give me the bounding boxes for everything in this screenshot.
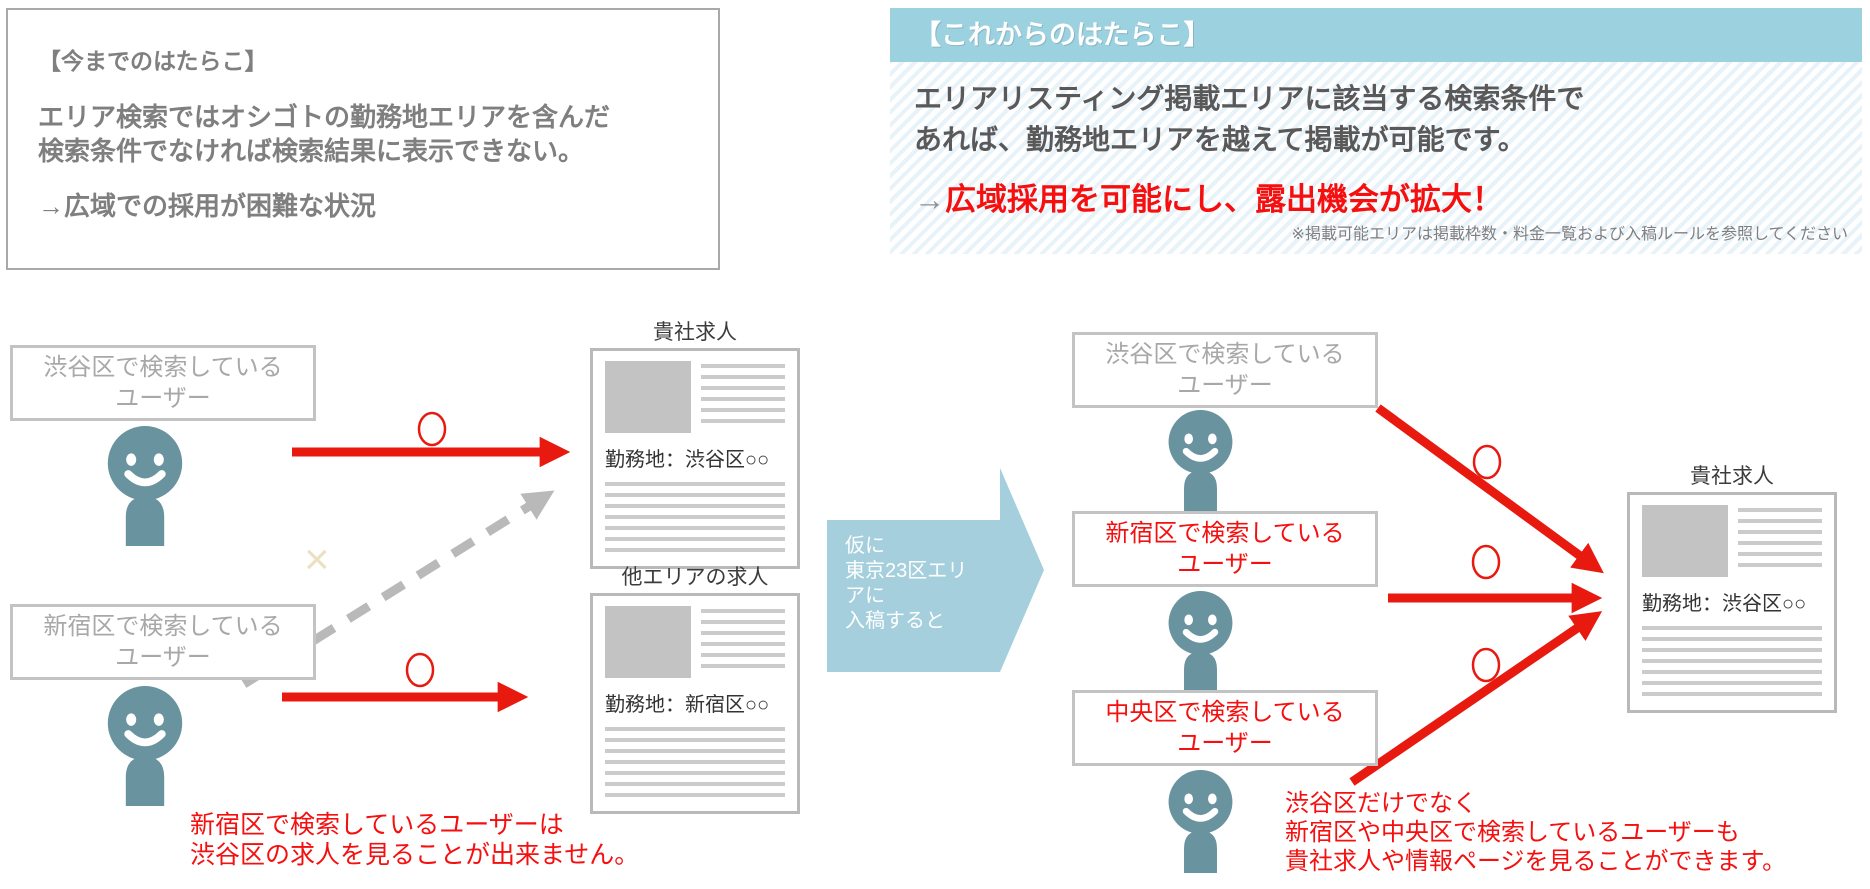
- user-box-shibuya-before: 渋谷区で検索している ユーザー: [10, 345, 316, 421]
- before-panel-title: 【今までのはたらこ】: [38, 48, 268, 74]
- after-panel-note: ※掲載可能エリアは掲載枠数・料金一覧および入稿ルールを参照してください: [1291, 226, 1848, 243]
- before-diagram-caption: 新宿区で検索しているユーザーは 渋谷区の求人を見ることが出来ません。: [190, 811, 640, 869]
- user-person-icon: [1168, 770, 1233, 873]
- job-text-lines: [701, 609, 785, 675]
- job-location: 勤務地：渋谷区○○: [605, 449, 770, 471]
- conclusion-arrow-glyph: →: [914, 182, 945, 217]
- job-text-lines: [1642, 626, 1822, 700]
- transition-arrow-text: 仮に 東京23区エリ アに 入稿すると: [845, 535, 968, 632]
- after-panel-conclusion-text: 広域採用を可能にし、露出機会が拡大！: [945, 182, 1503, 217]
- before-panel-body: エリア検索ではオシゴトの勤務地エリアを含んだ 検索条件でなければ検索結果に表示で…: [38, 102, 611, 166]
- user-box-shinjuku-after: 新宿区で検索している ユーザー: [1072, 511, 1378, 587]
- before-panel-conclusion: →広域での採用が困難な状況: [38, 191, 377, 221]
- allow-circle-mark: [1471, 647, 1501, 683]
- card-label-other-area: 他エリアの求人: [621, 566, 769, 589]
- job-location: 勤務地：新宿区○○: [605, 694, 770, 716]
- job-card-other-area: 勤務地：新宿区○○: [590, 593, 800, 814]
- user-person-icon: [1168, 410, 1233, 513]
- after-panel-body: エリアリスティング掲載エリアに該当する検索条件で あれば、勤務地エリアを越えて掲…: [914, 83, 1585, 155]
- allow-circle-mark: [1471, 544, 1501, 580]
- card-label-own-listing-after: 貴社求人: [1690, 465, 1774, 488]
- job-text-lines: [605, 727, 785, 801]
- user-person-icon: [1168, 591, 1233, 694]
- user-box-shinjuku-before: 新宿区で検索している ユーザー: [10, 604, 316, 680]
- job-text-lines: [701, 364, 785, 430]
- allow-circle-mark: [417, 411, 447, 447]
- job-text-lines: [1738, 508, 1822, 574]
- after-panel: 【これからのはたらこ】 エリアリスティング掲載エリアに該当する検索条件で あれば…: [890, 8, 1862, 254]
- job-text-lines: [605, 482, 785, 556]
- allow-circle-mark: [1472, 444, 1502, 480]
- before-panel: 【今までのはたらこ】 エリア検索ではオシゴトの勤務地エリアを含んだ 検索条件でな…: [6, 8, 720, 270]
- allow-circle-mark: [405, 652, 435, 688]
- job-photo-placeholder: [1642, 505, 1728, 577]
- allow-arrow-chuo-after: [1349, 611, 1603, 786]
- user-person-icon: [107, 426, 183, 546]
- after-panel-title: 【これからのはたらこ】: [914, 20, 1211, 50]
- allow-arrow-shibuya-after: [1375, 404, 1604, 574]
- user-box-shibuya-after: 渋谷区で検索している ユーザー: [1072, 332, 1378, 408]
- job-card-own-listing-before: 勤務地：渋谷区○○: [590, 348, 800, 569]
- job-card-own-listing-after: 勤務地：渋谷区○○: [1627, 492, 1837, 713]
- job-photo-placeholder: [605, 606, 691, 678]
- job-photo-placeholder: [605, 361, 691, 433]
- after-panel-conclusion: →広域採用を可能にし、露出機会が拡大！: [914, 174, 1503, 219]
- user-box-chuo-after: 中央区で検索している ユーザー: [1072, 690, 1378, 766]
- deny-cross-mark: ×: [304, 535, 330, 584]
- after-panel-header-band: [890, 8, 1862, 62]
- user-person-icon: [107, 686, 183, 806]
- job-location: 勤務地：渋谷区○○: [1642, 593, 1807, 615]
- after-diagram-caption: 渋谷区だけでなく 新宿区や中央区で検索しているユーザーも 貴社求人や情報ページを…: [1285, 790, 1787, 875]
- card-label-own-listing-before: 貴社求人: [653, 321, 737, 344]
